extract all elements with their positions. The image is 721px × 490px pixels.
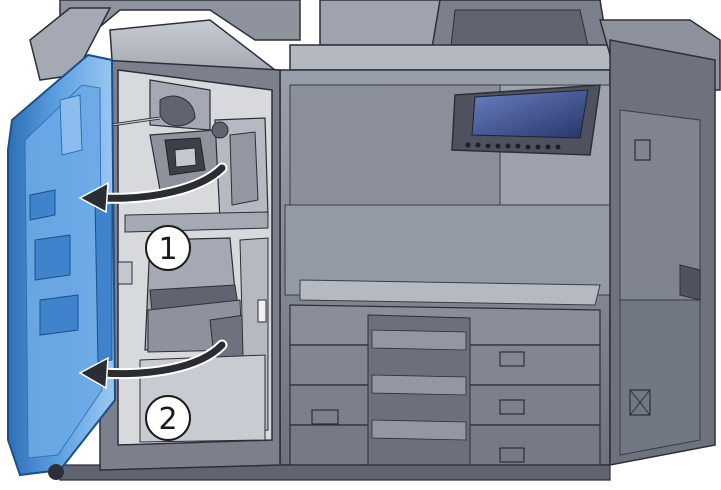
step-callout-2: 2 [145,395,191,441]
finisher-front-door [7,53,117,480]
panel-buttons [465,142,561,150]
step-label-2: 2 [158,402,177,437]
caster [48,464,64,480]
paper-cassettes [289,304,601,471]
arrow-curved-left-icon [78,162,228,214]
operation-panel [451,84,601,156]
step-label-1: 1 [158,232,177,267]
arrow-curved-left-icon [78,339,228,390]
touch-screen [471,89,589,139]
step-callout-1: 1 [145,225,191,271]
side-panel [609,39,716,466]
